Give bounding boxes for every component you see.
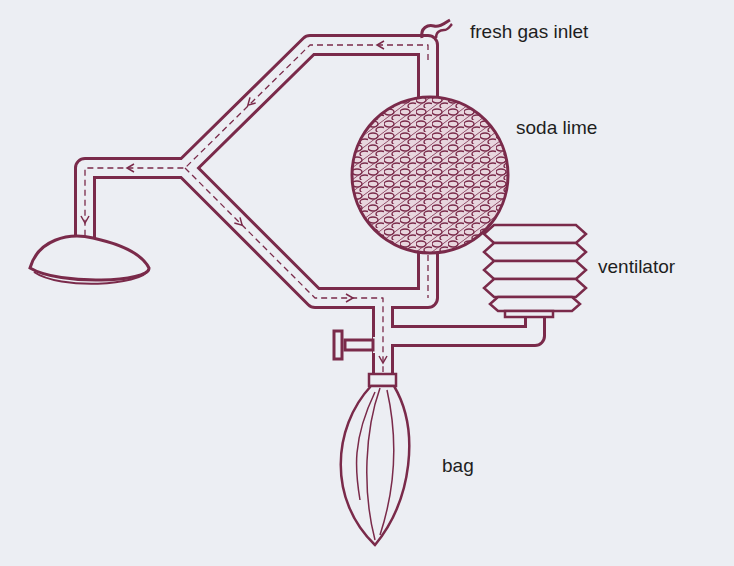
- flow-arrowhead: [81, 216, 89, 223]
- flow-arrowhead: [379, 356, 387, 363]
- inlet-nozzle-edge: [436, 24, 452, 38]
- tube-stroke: [185, 168, 383, 372]
- tube-stroke: [383, 316, 535, 336]
- flow-arrowhead: [234, 217, 245, 228]
- flow-arrowhead: [377, 41, 384, 49]
- reservoir-bag: [341, 374, 409, 545]
- tube-stroke: [427, 255, 428, 298]
- flow-arrowhead: [346, 294, 353, 302]
- flow-arrowhead: [245, 97, 256, 108]
- breathing-tubes: [85, 45, 535, 378]
- part-label: ventilator: [598, 257, 675, 278]
- tube-stroke: [85, 168, 185, 242]
- part-label: fresh gas inlet: [470, 22, 588, 43]
- tube-stroke: [383, 316, 535, 336]
- tube-stroke: [85, 168, 185, 242]
- part-label: soda lime: [516, 118, 597, 139]
- flow-arrowhead: [127, 164, 134, 172]
- part-label: bag: [442, 456, 474, 477]
- valve: [334, 331, 373, 359]
- ventilator-bellows: [484, 225, 586, 317]
- soda-lime-canister: [352, 97, 508, 253]
- face-mask: [30, 236, 149, 284]
